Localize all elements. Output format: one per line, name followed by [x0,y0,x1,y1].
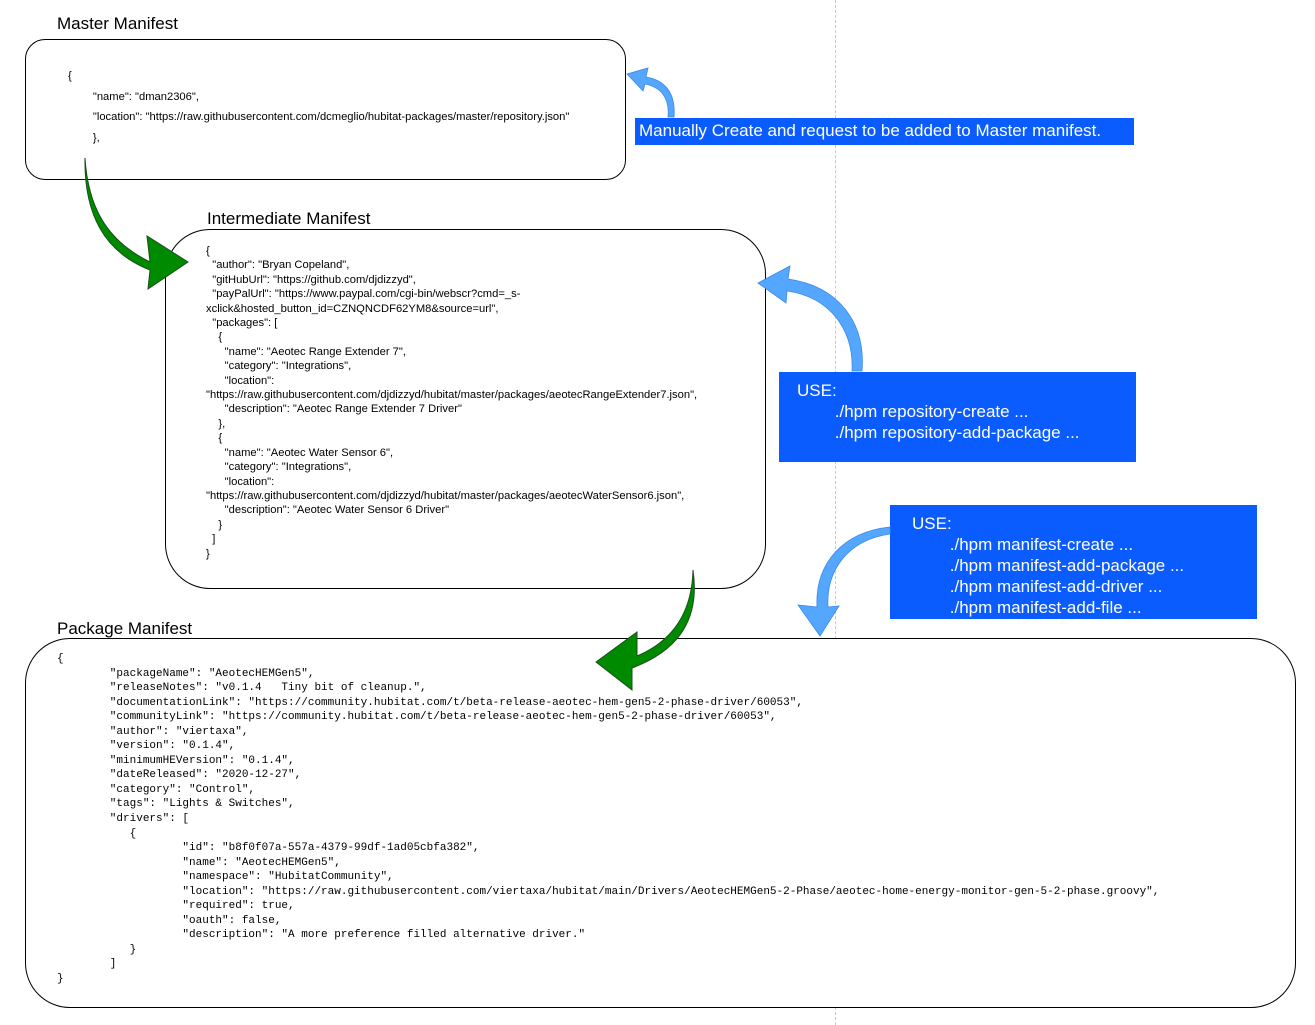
manifest-commands-note: USE: ./hpm manifest-create ... ./hpm man… [890,505,1257,619]
green-arrow-intermediate-to-package [595,569,695,692]
master-manifest-box [25,39,626,180]
master-manifest-code: { "name": "dman2306", "location": "https… [68,70,570,144]
blue-arrow-manifest-note [797,526,891,637]
blue-arrow-repository-note [757,265,863,372]
master-manifest-note: Manually Create and request to be added … [635,118,1134,145]
package-manifest-title: Package Manifest [57,619,193,638]
intermediate-manifest-code: { "author": "Bryan Copeland", "gitHubUrl… [206,245,698,560]
dashed-divider-line [835,0,836,1025]
package-manifest-code: { "packageName": "AeotecHEMGen5", "relea… [57,653,1160,986]
blue-arrow-master-note [626,67,675,118]
intermediate-manifest-box [165,229,766,589]
package-manifest-box [25,638,1296,1008]
master-manifest-title: Master Manifest [57,14,178,33]
intermediate-manifest-title: Intermediate Manifest [207,209,371,228]
repository-commands-note: USE: ./hpm repository-create ... ./hpm r… [779,372,1136,462]
green-arrow-master-to-intermediate [84,157,189,291]
